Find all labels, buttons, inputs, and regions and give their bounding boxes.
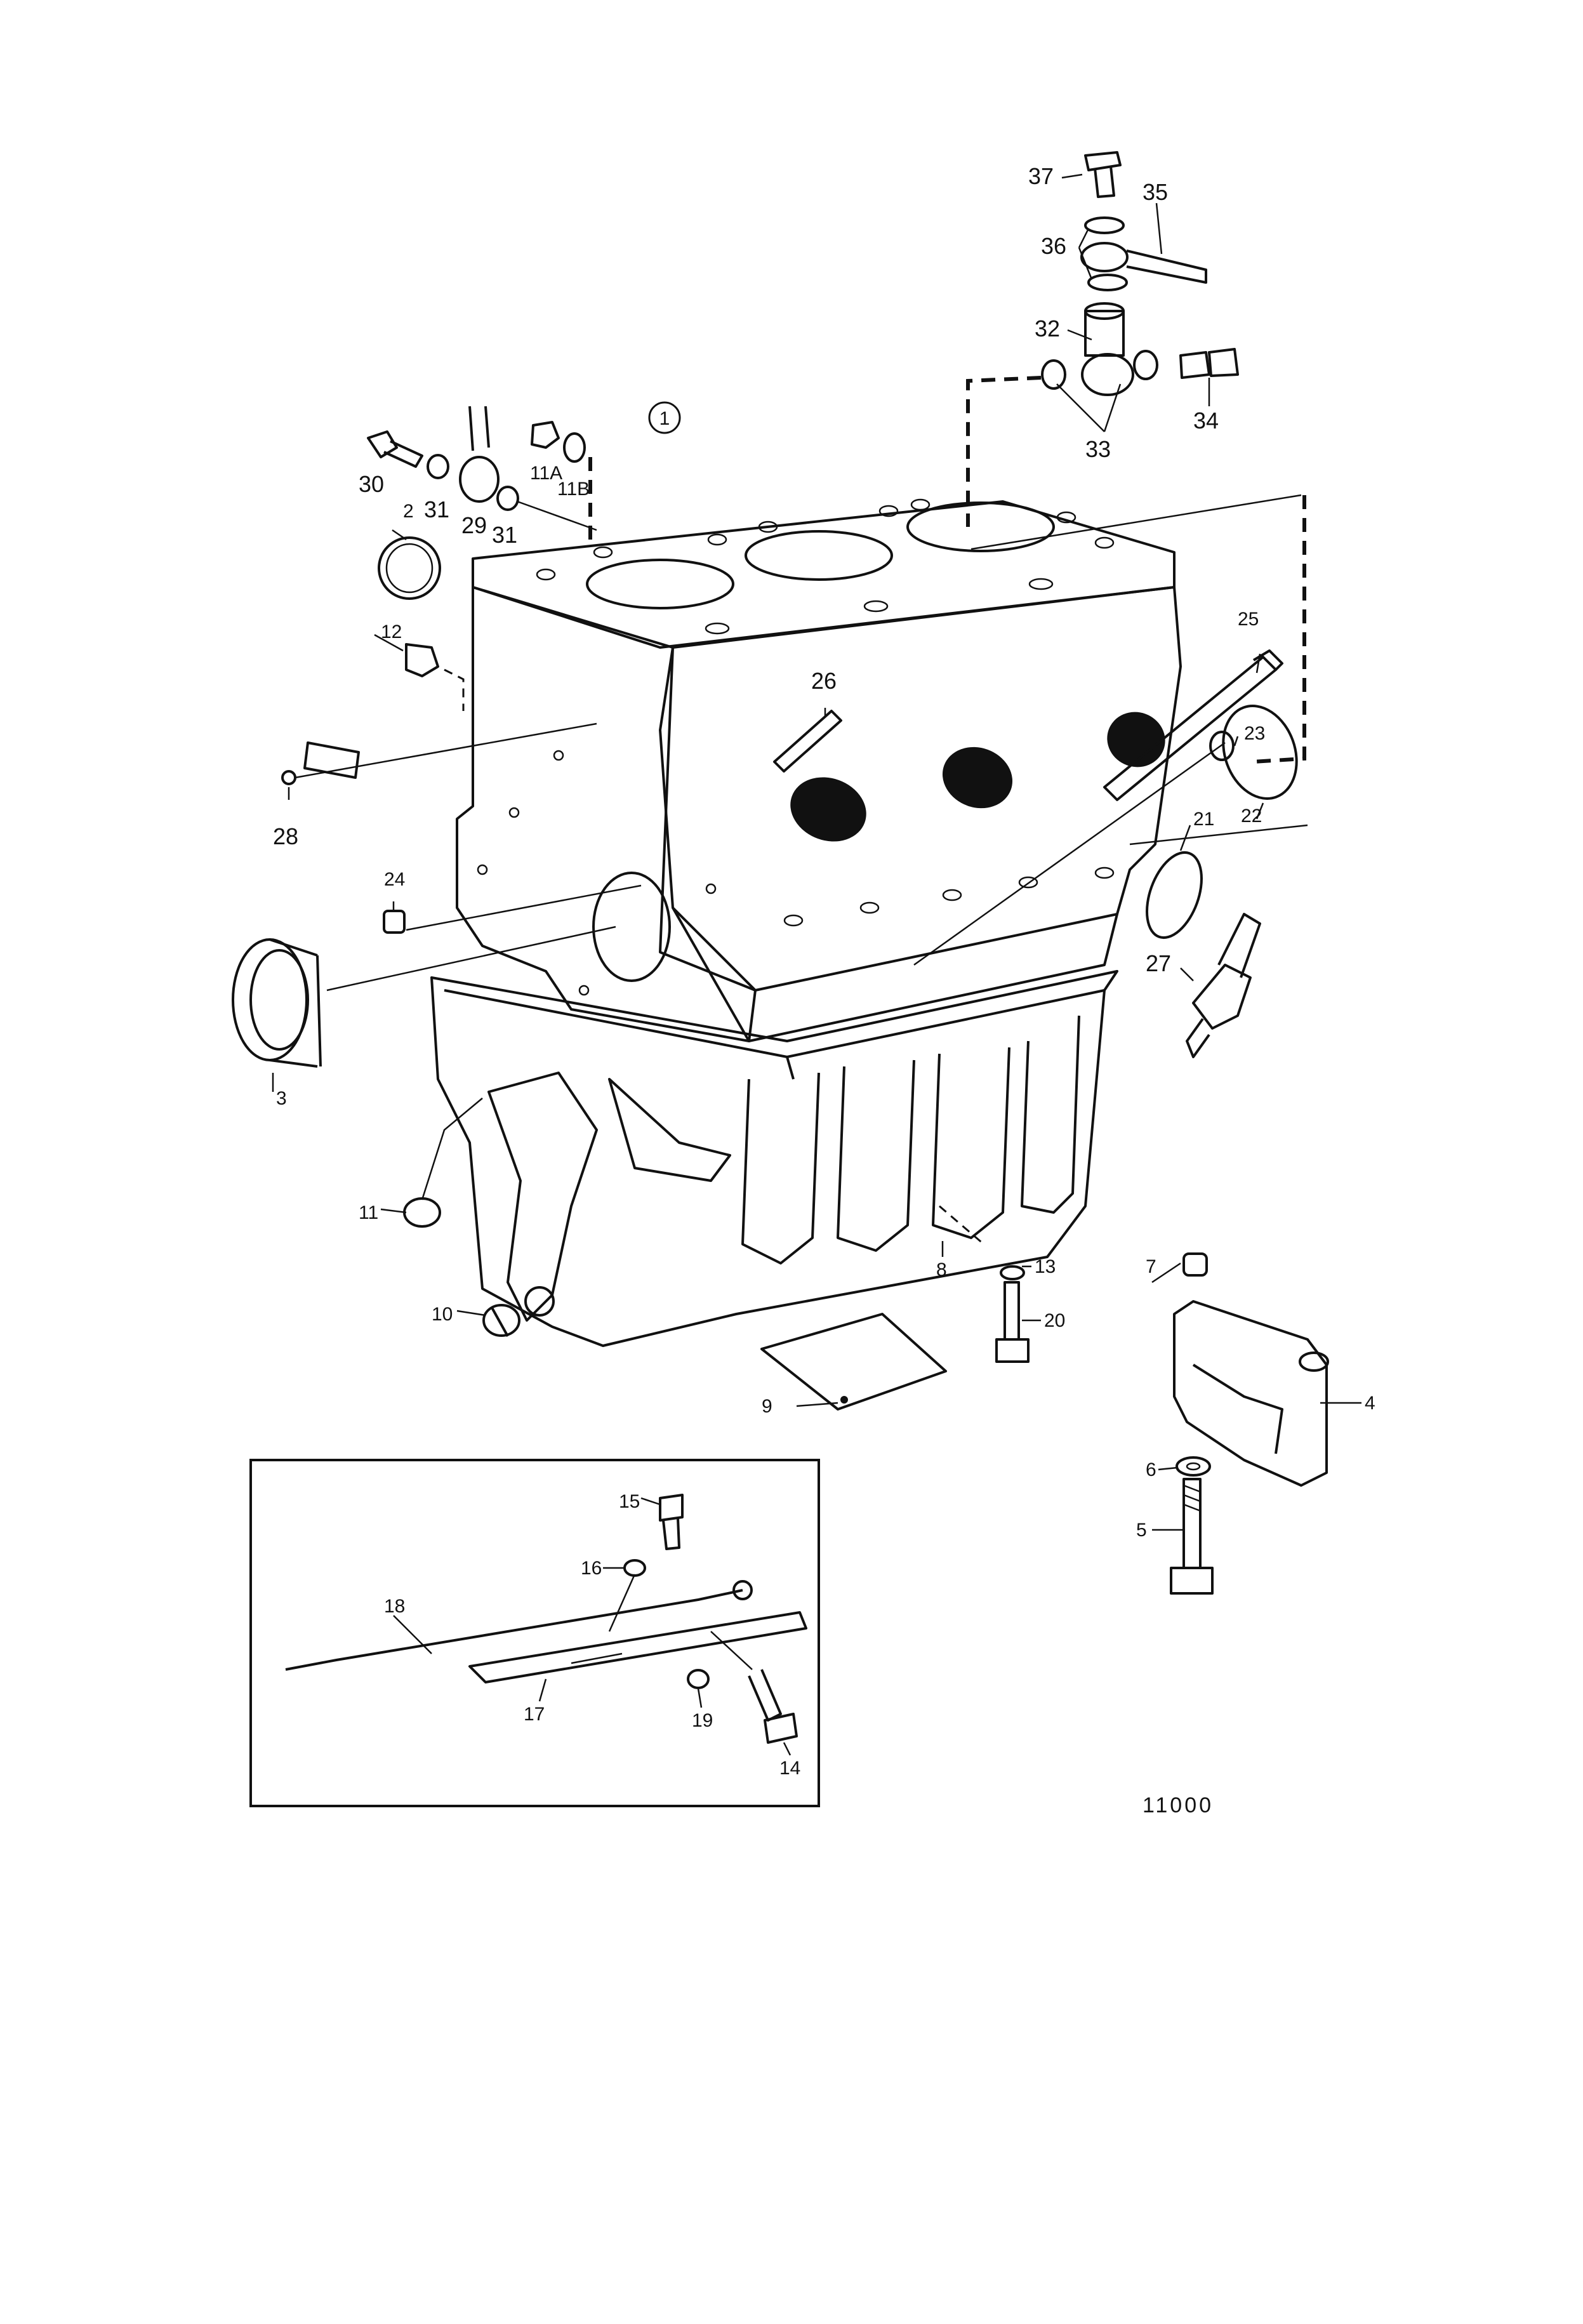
part-11a-11b-plug-washer: [531, 421, 586, 463]
callout-2: 2: [403, 501, 414, 522]
reference-number: 11000: [1143, 1793, 1214, 1817]
callout-3: 3: [276, 1088, 287, 1109]
callout-8: 8: [936, 1259, 947, 1280]
part-9-cover-plate: [760, 1313, 947, 1411]
part-21-22-o-rings: [1146, 705, 1298, 940]
callout-32: 32: [1035, 315, 1060, 342]
callout-17: 17: [524, 1704, 545, 1725]
callout-16: 16: [581, 1558, 602, 1579]
part-3-bearing-ring: [232, 938, 322, 1068]
callout-19: 19: [692, 1710, 713, 1731]
callout-30: 30: [359, 471, 384, 497]
part-8-gasket: [939, 1205, 984, 1245]
part-13-washer: [1000, 1265, 1025, 1280]
callout-33: 33: [1085, 436, 1111, 462]
callout-23: 23: [1244, 723, 1265, 744]
callout-labels: 1 37 35 36 32 33 34 30 31 29 31 11A 11B …: [273, 163, 1375, 1817]
callout-25: 25: [1238, 609, 1259, 630]
callout-31-b: 31: [492, 522, 517, 548]
part-30-banjo-bolt: [367, 430, 423, 468]
part-4-bearing-cap: [1173, 1300, 1329, 1487]
callout-27: 27: [1146, 950, 1171, 976]
callout-28: 28: [273, 823, 298, 849]
callout-14: 14: [779, 1758, 800, 1779]
part-12-plug: [405, 643, 465, 711]
callout-35: 35: [1143, 179, 1168, 205]
oil-pan: [430, 970, 1118, 1347]
callout-12: 12: [381, 621, 402, 642]
callout-15: 15: [619, 1491, 640, 1512]
connection-lines: [295, 376, 1308, 992]
callout-10: 10: [432, 1304, 453, 1325]
dipstick-inset: [249, 1459, 820, 1807]
part-25-dipstick-tube: [1103, 649, 1283, 801]
fitting-group-32-37: [1041, 151, 1239, 396]
part-24-dowel: [383, 910, 406, 934]
callout-9: 9: [762, 1396, 772, 1417]
part-10-plug: [482, 1304, 520, 1337]
callout-7: 7: [1146, 1256, 1156, 1277]
part-7-dowel: [1182, 1252, 1208, 1277]
part-5-bolt: [1170, 1478, 1214, 1595]
callout-6: 6: [1146, 1459, 1156, 1480]
callout-21: 21: [1193, 809, 1214, 830]
callout-5: 5: [1136, 1520, 1147, 1541]
callout-11a: 11A: [530, 463, 562, 484]
part-23-washer: [1209, 731, 1235, 761]
part-27-sensor: [1186, 913, 1261, 1058]
callout-37: 37: [1028, 163, 1054, 189]
part-6-washer: [1176, 1456, 1211, 1477]
callout-24: 24: [384, 869, 405, 890]
part-20-bolt: [995, 1281, 1030, 1363]
part-31-washers: [427, 454, 519, 511]
callout-31-a: 31: [424, 496, 449, 522]
part-29-oil-pipe: [459, 406, 500, 503]
part-28-plate: [281, 741, 360, 785]
part-2-seal: [378, 536, 441, 600]
callout-36: 36: [1041, 233, 1066, 259]
callout-13: 13: [1035, 1256, 1056, 1277]
callout-11b: 11B: [557, 479, 590, 500]
part-26-stud: [773, 710, 842, 773]
callout-26: 26: [811, 668, 837, 694]
engine-block: [456, 498, 1182, 1042]
leader-lines: [272, 173, 1361, 1756]
callout-34: 34: [1193, 408, 1219, 434]
callout-20: 20: [1044, 1310, 1065, 1331]
callout-4: 4: [1365, 1393, 1375, 1414]
callout-29: 29: [461, 512, 487, 538]
callout-18: 18: [384, 1596, 405, 1617]
group-marker-circle: [648, 401, 681, 434]
group-marker-label: 1: [659, 408, 670, 429]
callout-11: 11: [359, 1202, 378, 1223]
callout-22: 22: [1241, 806, 1262, 827]
